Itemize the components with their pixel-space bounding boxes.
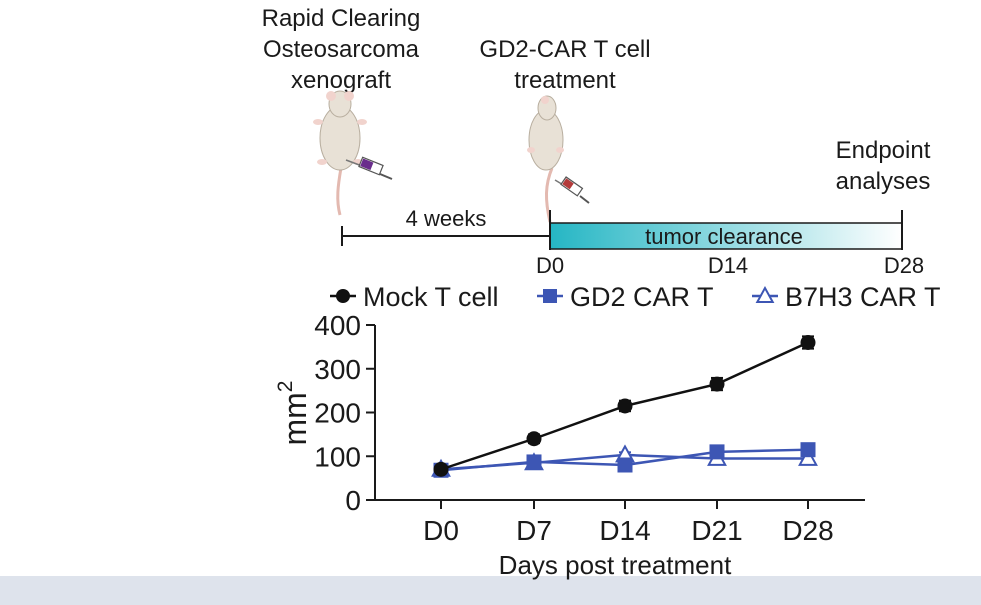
footer-band [0, 576, 981, 605]
xenograft-line-1: Rapid Clearing [262, 5, 421, 32]
chart-legend: Mock T cell GD2 CAR T B7H3 CAR T [330, 282, 941, 312]
xenograft-line-2: Osteosarcoma [263, 36, 420, 63]
series-mock-t-cell [433, 335, 816, 477]
y-tick-label: 0 [345, 485, 361, 516]
legend-marker [755, 285, 775, 303]
mouse-icon [313, 90, 367, 216]
mouse-icon [527, 95, 564, 223]
timeline-tick-d0: D0 [536, 253, 564, 278]
y-tick-label: 300 [314, 354, 361, 385]
y-axis-label: mm2 [274, 381, 313, 446]
data-point [709, 444, 725, 460]
data-point [617, 398, 633, 414]
endpoint-line-1: Endpoint [836, 137, 931, 164]
x-tick-label: D7 [516, 515, 552, 546]
x-axis-label: Days post treatment [499, 550, 732, 580]
data-point [800, 442, 816, 458]
data-point [433, 461, 449, 477]
series-layer [431, 335, 818, 478]
data-point [798, 447, 818, 466]
y-tick-label: 400 [314, 310, 361, 341]
x-tick-label: D0 [423, 515, 459, 546]
data-point [709, 376, 725, 392]
legend-marker [543, 289, 557, 303]
data-point [617, 457, 633, 473]
x-tick-label: D21 [691, 515, 742, 546]
data-point [800, 335, 816, 350]
legend-marker [336, 289, 350, 303]
data-point [526, 431, 542, 447]
x-tick-label: D28 [782, 515, 833, 546]
legend-label: B7H3 CAR T [785, 282, 941, 312]
interval-label: 4 weeks [406, 206, 487, 231]
schematic: Rapid Clearing Osteosarcoma xenograft GD… [262, 5, 931, 278]
x-ticks: D0 D7 D14 D21 D28 [423, 500, 834, 546]
treatment-line-2: treatment [514, 67, 616, 94]
series-gd2-car-t [433, 442, 816, 478]
treatment-line-1: GD2-CAR T cell [479, 36, 650, 63]
legend-label: Mock T cell [363, 282, 499, 312]
timeline-tick-d14: D14 [708, 253, 748, 278]
xenograft-line-3: xenograft [291, 67, 391, 94]
clearance-label: tumor clearance [645, 224, 803, 249]
legend-item: Mock T cell [330, 282, 499, 312]
x-tick-label: D14 [599, 515, 650, 546]
y-tick-label: 200 [314, 398, 361, 429]
endpoint-line-2: analyses [836, 168, 931, 195]
legend-item: GD2 CAR T [537, 282, 714, 312]
timeline-tick-d28: D28 [884, 253, 924, 278]
line-chart: 0 100 200 300 400 D0 D7 D14 D21 D28 Days post tr… [274, 310, 865, 580]
y-ticks: 0 100 200 300 400 [314, 310, 375, 516]
legend-label: GD2 CAR T [570, 282, 714, 312]
syringe-icon [345, 156, 393, 180]
y-axis-label-group: mm2 [274, 381, 313, 446]
data-point [526, 454, 542, 470]
legend-item: B7H3 CAR T [752, 282, 941, 312]
syringe-icon [554, 176, 590, 204]
y-tick-label: 100 [314, 441, 361, 472]
